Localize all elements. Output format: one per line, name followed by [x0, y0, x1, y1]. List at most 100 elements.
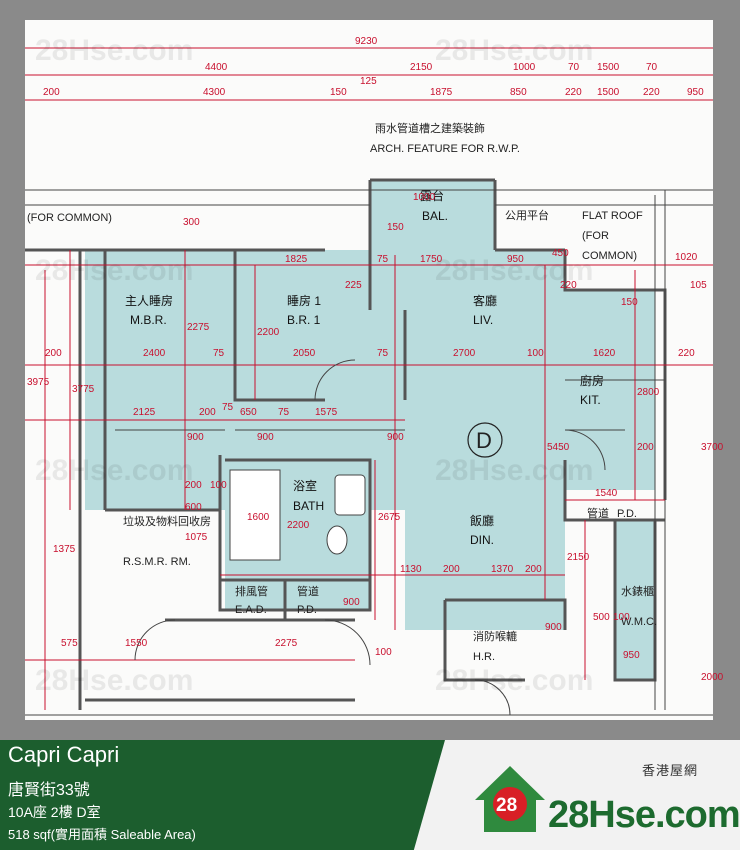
dim-text: 2000 [701, 672, 724, 683]
dim-text: 1825 [285, 254, 308, 265]
dim-text: 200 [45, 348, 62, 359]
room-liv-zh: 客廳 [473, 293, 497, 308]
dim-text: 1020 [675, 252, 698, 263]
house-logo-icon: 28 [475, 766, 545, 832]
bath-fixtures [229, 469, 366, 561]
dim-text: 900 [257, 432, 274, 443]
dim-text: 900 [187, 432, 204, 443]
room-bal-en: BAL. [422, 209, 448, 223]
dim-text: 70 [646, 62, 658, 73]
dim-text: 300 [183, 217, 200, 228]
dim-text: 200 [525, 564, 542, 575]
dim-text: 2675 [378, 512, 401, 523]
dim-text: 70 [568, 62, 580, 73]
dim-text: 950 [687, 87, 704, 98]
dim-text: 225 [345, 280, 362, 291]
room-liv-en: LIV. [473, 313, 493, 327]
dim-text: 1875 [430, 87, 453, 98]
dim-text: 2200 [257, 327, 280, 338]
dim-text: 2050 [293, 348, 316, 359]
dim-text: 2400 [143, 348, 166, 359]
dim-text: 2150 [410, 62, 433, 73]
dim-text: 100 [210, 480, 227, 491]
unit-marker-text: D [476, 428, 492, 453]
dim-text: 850 [510, 87, 527, 98]
note-text: (FOR [582, 230, 609, 242]
watermark: 28Hse.com [35, 254, 193, 287]
room-rsmr-en: R.S.M.R. RM. [123, 556, 191, 568]
note-text: 雨水管道槽之建築裝飾 [375, 121, 485, 135]
dim-text: 200 [185, 480, 202, 491]
dim-text: 1500 [597, 87, 620, 98]
door-swings [134, 359, 606, 716]
dimension-lines [25, 47, 713, 710]
dim-text: 220 [565, 87, 582, 98]
dim-text: 3700 [701, 442, 724, 453]
dim-text: 75 [222, 402, 234, 413]
room-ead-zh: 排風管 [235, 584, 268, 598]
dim-text: 75 [377, 348, 389, 359]
room-bath-zh: 浴室 [293, 478, 317, 493]
brand-name: 28Hse.com [548, 794, 740, 836]
room-wmc-en: W.M.C. [621, 616, 657, 628]
site-name: 香港屋網 [641, 763, 698, 778]
room-pd2-zh: 管道 [587, 506, 609, 520]
watermark: 28Hse.com [435, 254, 593, 287]
unit-info: 10A座 2樓 D室 [8, 804, 101, 820]
dim-text: 220 [678, 348, 695, 359]
room-hr-zh: 消防喉轆 [473, 629, 517, 643]
dim-text: 200 [637, 442, 654, 453]
room-din-en: DIN. [470, 533, 494, 547]
dim-text: 9230 [355, 36, 378, 47]
inner-dimensions: 1825 225 75 1750 950 450 220 150 1020 10… [27, 192, 724, 683]
logo-badge-text: 28 [496, 795, 517, 816]
dim-text: 2275 [187, 322, 210, 333]
dim-text: 2700 [453, 348, 476, 359]
dim-text: 2150 [567, 552, 590, 563]
dim-text: 650 [240, 407, 257, 418]
room-pd-zh: 管道 [297, 584, 319, 598]
floor-plan: 28Hse.com 28Hse.com 28Hse.com 28Hse.com … [25, 20, 724, 720]
dim-text: 100 [375, 647, 392, 658]
dim-text: 950 [507, 254, 524, 265]
room-pd-en: P.D. [297, 604, 317, 616]
dim-text: 125 [360, 76, 377, 87]
watermark: 28Hse.com [435, 34, 593, 67]
dim-text: 2800 [637, 387, 660, 398]
room-bath-en: BATH [293, 499, 324, 513]
dim-text: 75 [377, 254, 389, 265]
dim-text: 575 [61, 638, 78, 649]
room-hr-en: H.R. [473, 651, 495, 663]
dim-text: 2125 [133, 407, 156, 418]
dim-text: 105 [690, 280, 707, 291]
dim-text: 220 [560, 280, 577, 291]
dim-text: 450 [552, 248, 569, 259]
note-text: (FOR COMMON) [27, 212, 112, 224]
dim-text: 100 [527, 348, 544, 359]
watermarks: 28Hse.com 28Hse.com 28Hse.com 28Hse.com … [35, 34, 593, 697]
unit-marker: D [467, 422, 503, 458]
watermark: 28Hse.com [35, 664, 193, 697]
dim-text: 5450 [547, 442, 570, 453]
street-address: 唐賢街33號 [8, 782, 90, 799]
room-mbr-en: M.B.R. [130, 313, 167, 327]
note-text: COMMON) [582, 250, 637, 262]
room-br1-en: B.R. 1 [287, 313, 321, 327]
notes: 雨水管道槽之建築裝飾 ARCH. FEATURE FOR R.W.P. (FOR… [27, 121, 643, 262]
dim-text: 100 [613, 612, 630, 623]
dim-text: 1000 [413, 192, 436, 203]
dim-text: 4400 [205, 62, 228, 73]
watermark: 28Hse.com [435, 454, 593, 487]
dim-text: 1550 [125, 638, 148, 649]
dim-text: 900 [387, 432, 404, 443]
dim-text: 1620 [593, 348, 616, 359]
room-kit-en: KIT. [580, 393, 601, 407]
dim-text: 75 [278, 407, 290, 418]
site-logo[interactable]: 28 香港屋網 28Hse.com [470, 750, 740, 842]
dim-text: 3775 [72, 384, 95, 395]
note-text: FLAT ROOF [582, 210, 643, 222]
dim-text: 500 [593, 612, 610, 623]
watermark: 28Hse.com [35, 454, 193, 487]
dim-text: 2200 [287, 520, 310, 531]
dim-text: 1370 [491, 564, 514, 575]
